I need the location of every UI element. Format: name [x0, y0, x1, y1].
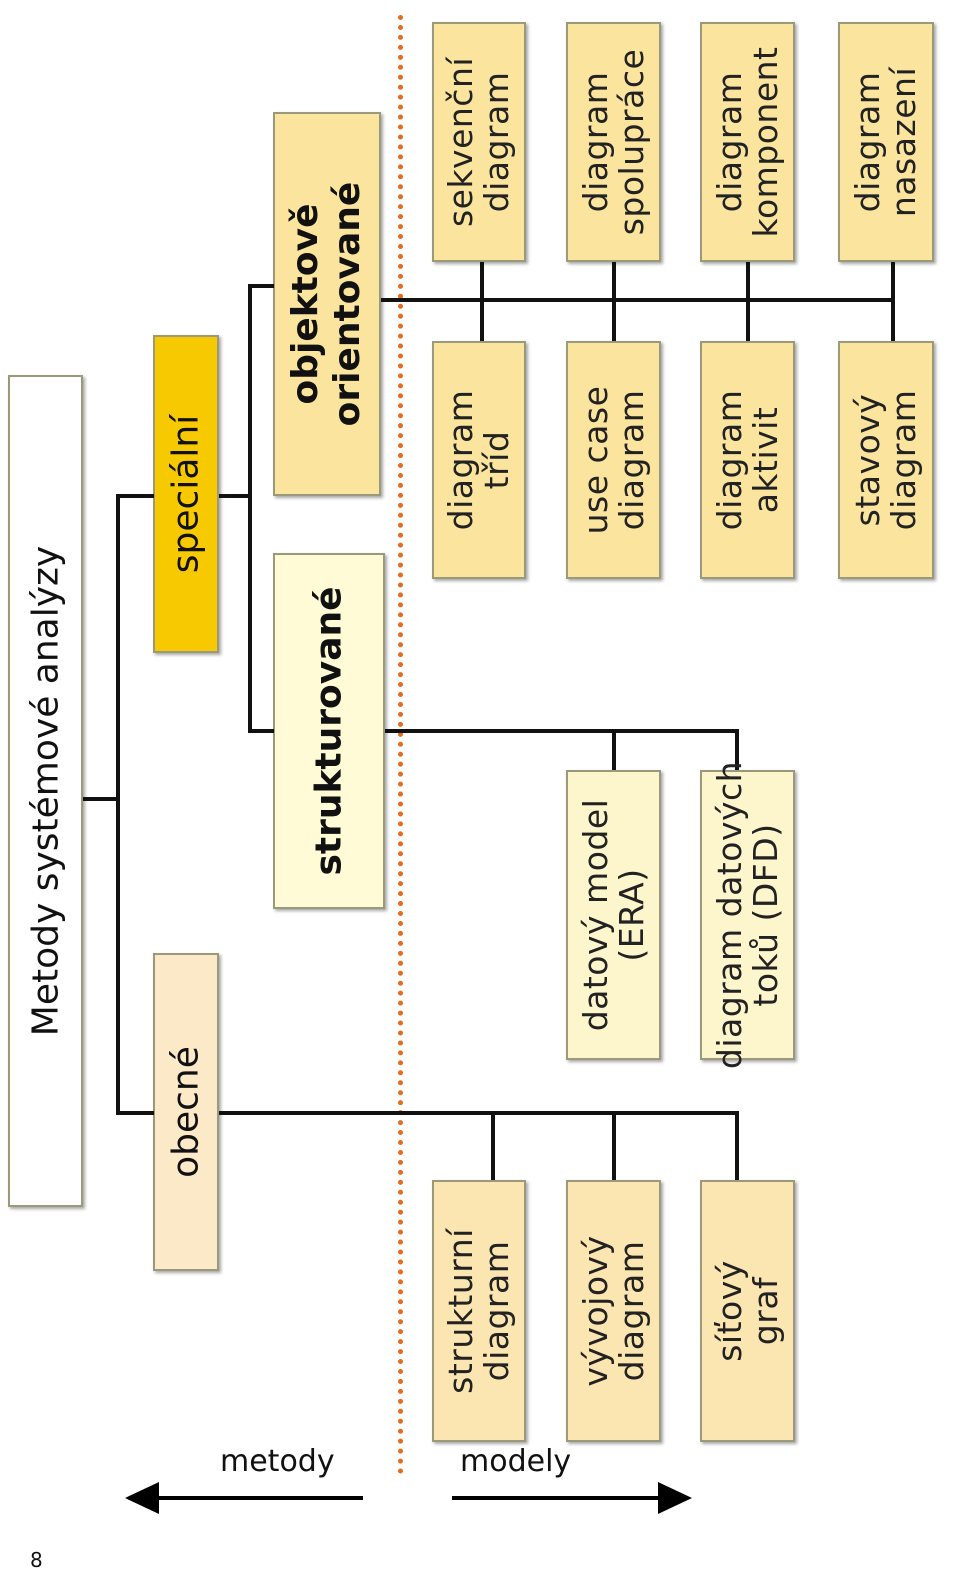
model-line: use case	[575, 385, 615, 535]
connector	[83, 797, 118, 801]
model-line: komponent	[745, 46, 785, 238]
model-line: diagram datových	[709, 760, 749, 1070]
model-line: diagram	[611, 389, 651, 531]
model-line: vývojový	[575, 1235, 615, 1387]
model-line: diagram	[884, 389, 923, 531]
level-obecne: obecné	[153, 953, 219, 1271]
level-objektove-line2: orientované	[327, 181, 368, 427]
connector	[219, 1111, 739, 1115]
level-objektove-label: objektově orientované	[285, 182, 369, 427]
connector	[381, 298, 895, 302]
connector	[248, 284, 274, 288]
model-line: diagram	[477, 1240, 516, 1382]
model-line: diagram	[477, 71, 516, 213]
model-line: stavový	[848, 393, 887, 527]
arrow-left-head	[125, 1482, 159, 1514]
methods-models-divider	[398, 15, 403, 1475]
arrow-right-head	[658, 1482, 692, 1514]
level-specialni: speciální	[153, 335, 219, 653]
arrow-left-shaft	[157, 1496, 363, 1500]
connector	[116, 1111, 154, 1115]
label-modely: modely	[460, 1444, 572, 1479]
connector	[491, 1111, 495, 1181]
model-line: diagram	[848, 71, 887, 213]
arrow-right-shaft	[452, 1496, 660, 1500]
label-metody: metody	[220, 1444, 335, 1479]
model-line: aktivit	[745, 406, 785, 514]
connector	[735, 1111, 739, 1181]
level-specialni-label: speciální	[165, 414, 207, 574]
connector	[480, 262, 484, 342]
connector	[612, 1111, 616, 1181]
connector	[248, 284, 252, 732]
page-number: 8	[30, 1548, 43, 1572]
model-line: tříd	[477, 430, 516, 490]
model-line: nasazení	[884, 66, 923, 218]
level-strukturovane-label: strukturované	[308, 586, 350, 876]
model-line: datový model	[575, 798, 615, 1032]
model-line: toků (DFD)	[745, 823, 785, 1007]
level-objektove: objektově orientované	[273, 112, 381, 496]
model-line: síťový	[709, 1260, 749, 1362]
level-obecne-label: obecné	[165, 1046, 207, 1178]
model-line: diagram	[441, 389, 480, 531]
model-line: sekvenční	[441, 56, 480, 228]
connector	[735, 729, 739, 771]
level-strukturovane: strukturované	[273, 553, 385, 909]
connector	[612, 729, 616, 771]
level-objektove-line1: objektově	[285, 203, 326, 405]
model-line: (ERA)	[611, 868, 651, 962]
connector	[219, 494, 251, 498]
title-box: Metody systémové analýzy	[8, 375, 83, 1207]
model-line: diagram	[709, 71, 749, 213]
model-line: diagram	[709, 389, 749, 531]
connector	[612, 262, 616, 342]
model-line: strukturní	[441, 1228, 480, 1394]
model-datovy-model-era: datový model(ERA)	[566, 770, 661, 1060]
connector	[116, 494, 154, 498]
connector	[116, 494, 120, 1114]
model-line: graf	[745, 1276, 785, 1346]
connector	[891, 262, 895, 342]
model-line: diagram	[575, 71, 615, 213]
connector	[248, 729, 274, 733]
model-line: diagram	[611, 1240, 651, 1382]
model-line: spolupráce	[611, 48, 651, 236]
connector	[746, 262, 750, 342]
connector	[385, 729, 739, 733]
diagram-title: Metody systémové analýzy	[25, 545, 66, 1037]
